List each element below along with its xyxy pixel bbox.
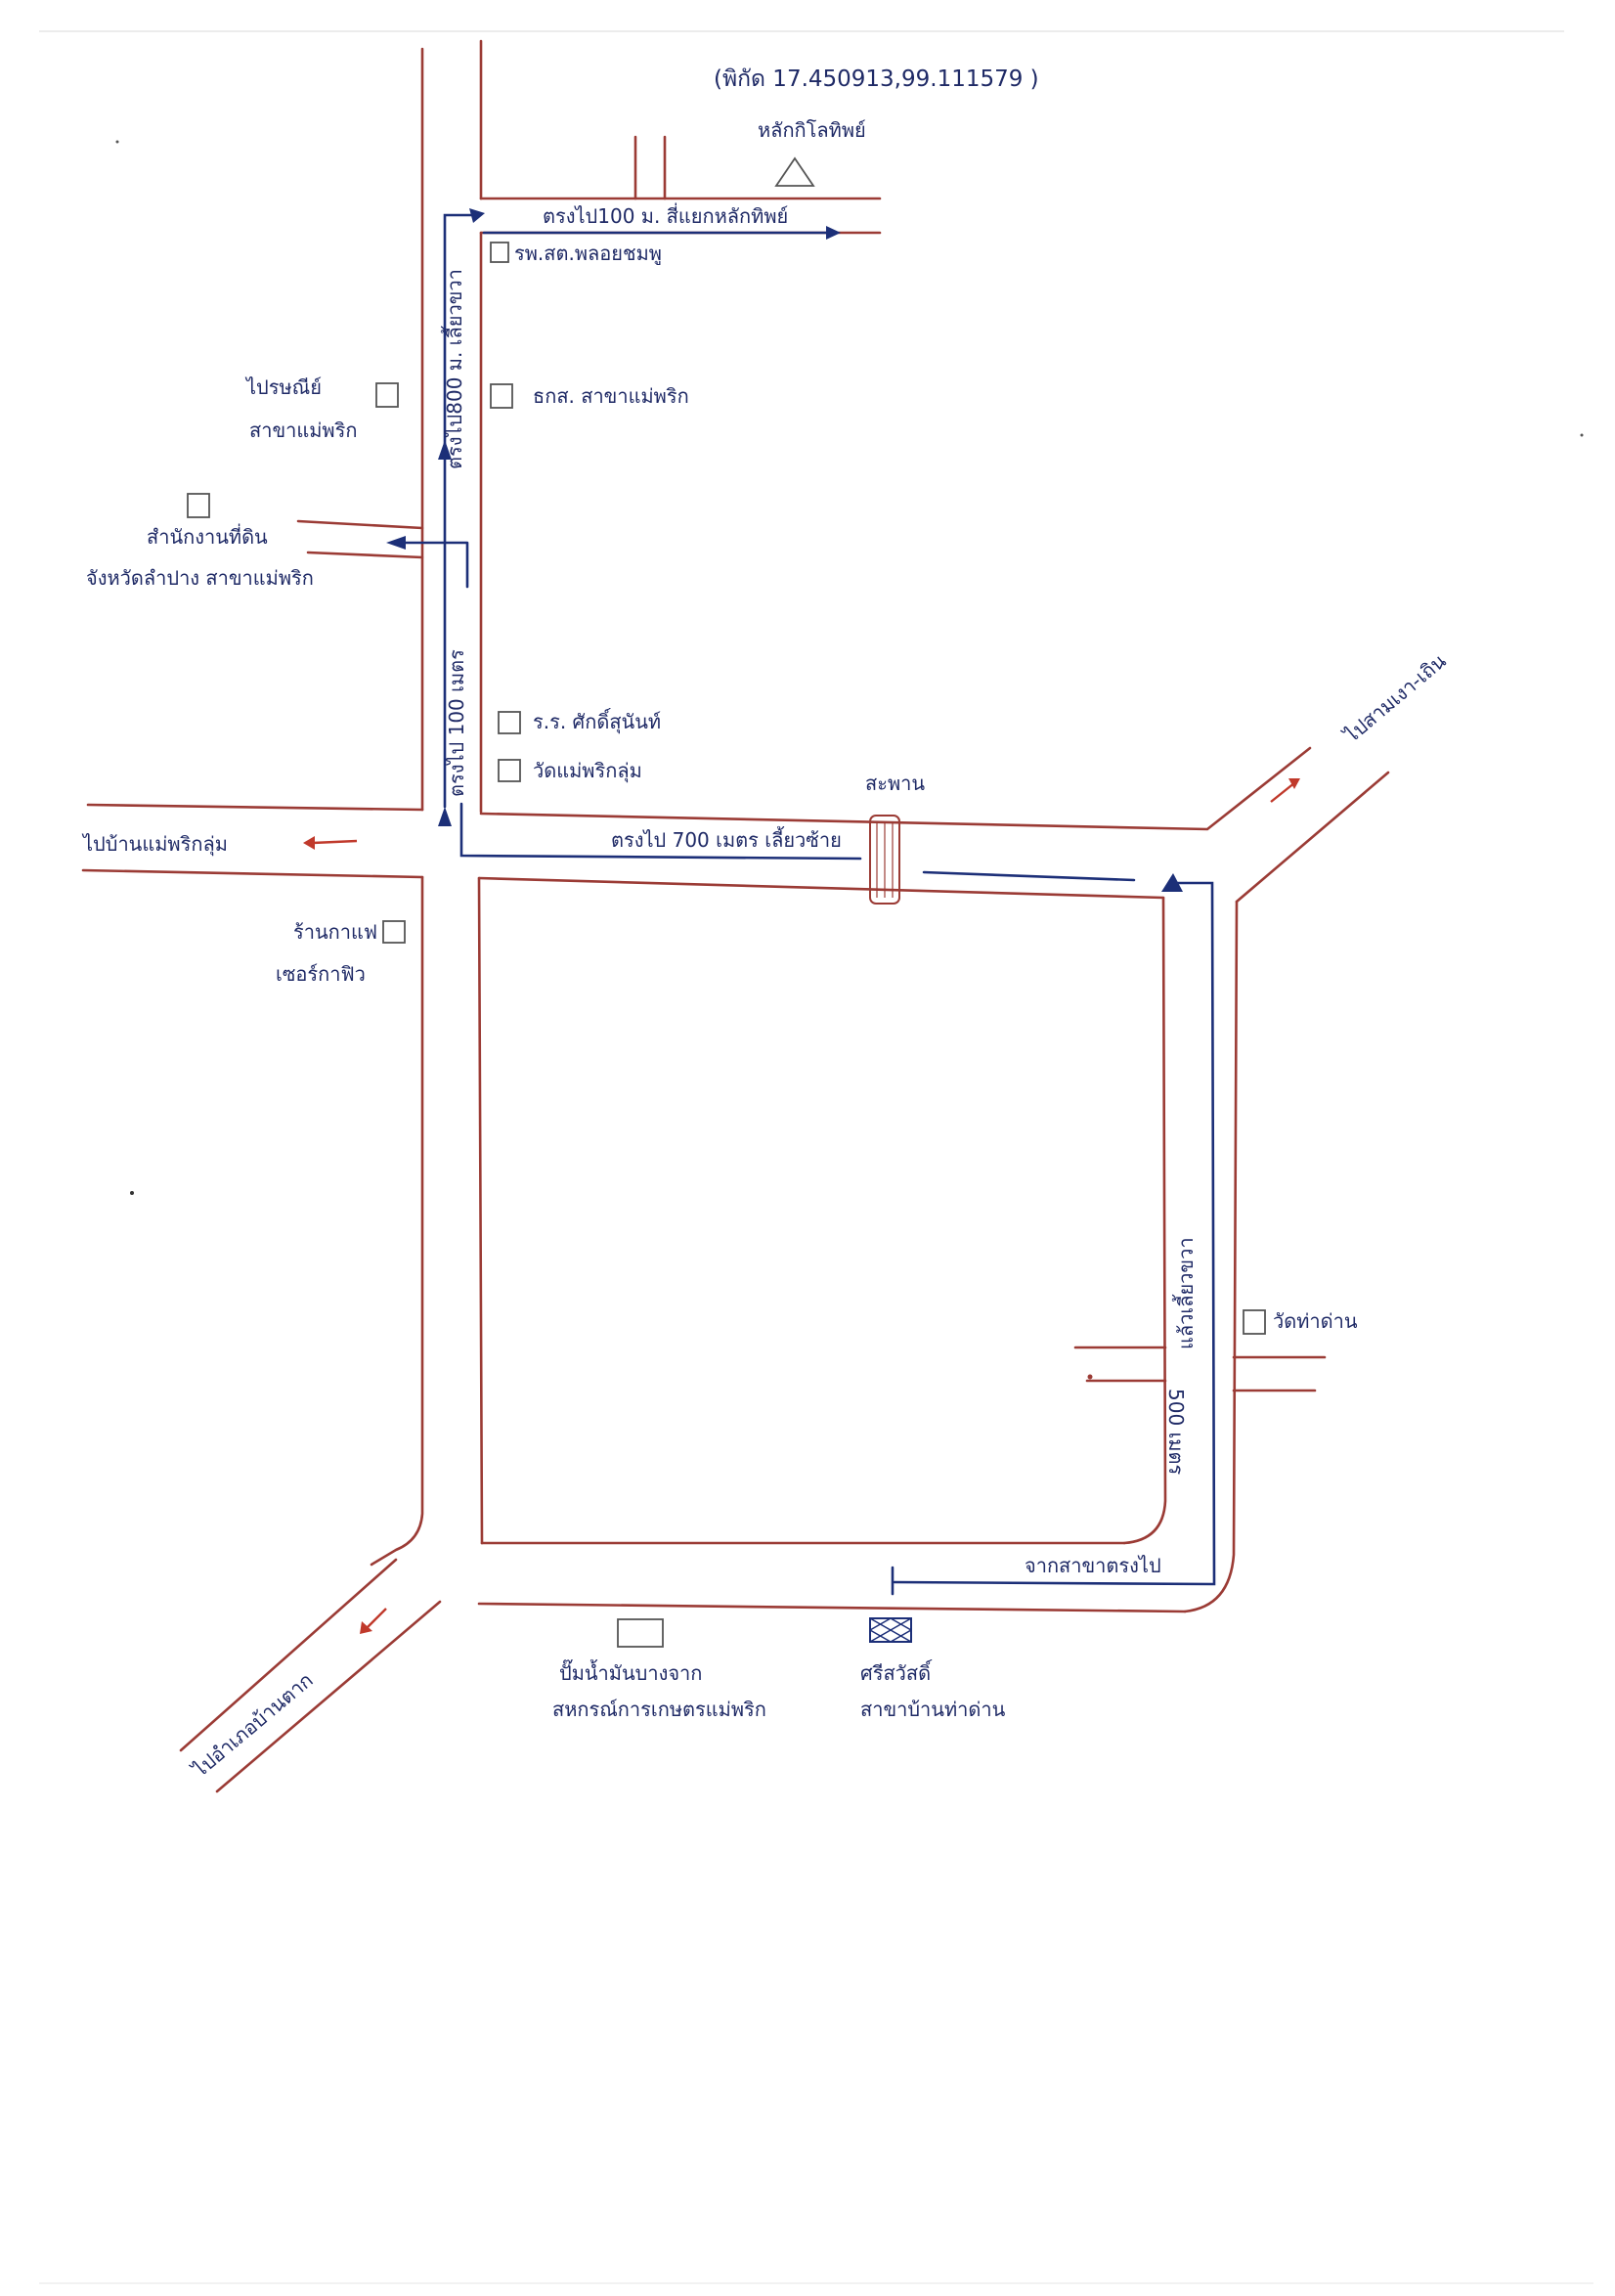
route-north-branch [443, 213, 481, 809]
temple2-marker-icon [1243, 1309, 1266, 1335]
branch-marker-icon [869, 1617, 912, 1643]
road-ne-out [1235, 771, 1390, 904]
school-label: รพ.สต.พลอยชมพู [514, 242, 662, 266]
route-label-north-up: ตรงไป800 ม. เลี้ยวขวา [441, 269, 466, 469]
arrow-right-icon [826, 226, 841, 240]
branch-label-1: ศรีสวัสดิ์ [860, 1658, 933, 1685]
road-west-upper [86, 803, 424, 812]
to-ne-label: ไปสามเงา-เถิน [1338, 649, 1451, 749]
road-west-lower [81, 868, 424, 879]
route-ew-2 [922, 870, 1136, 882]
route-land-office-spur [389, 541, 469, 589]
landmark-label: หลักกิโลทิพย์ [758, 118, 866, 142]
route-label-east-low: 500 เมตร [1164, 1389, 1188, 1476]
arrow-sw-red-icon [360, 1608, 387, 1634]
road-east-west-edge [1122, 896, 1167, 1545]
arrow-west-red-icon [303, 836, 358, 850]
road-south-south [477, 1602, 1187, 1613]
speck [130, 1191, 134, 1195]
route-label-ew: ตรงไป 700 เมตร เลี้ยวซ้าย [611, 826, 842, 852]
road-west-main-east [477, 876, 484, 1545]
fuel-label-1: ปั๊มน้ำมันบางจาก [559, 1658, 702, 1685]
to-sw-label: ไปอำเภอบ้านตาก [187, 1668, 317, 1783]
post-label-1: ไปรษณีย์ [244, 375, 322, 399]
temple2-label: วัดท่าด่าน [1273, 1309, 1358, 1333]
route-east [893, 881, 1216, 1586]
fuel-marker-icon [617, 1618, 664, 1648]
branch-label-2: สาขาบ้านท่าด่าน [860, 1698, 1006, 1721]
arrow-up-icon [1161, 873, 1183, 892]
arrow-up-right-icon [469, 208, 485, 223]
road-west-main-west [370, 875, 424, 1567]
land-office-label-2: จังหวัดลำปาง สาขาแม่พริก [86, 566, 314, 590]
speck [1087, 1374, 1093, 1380]
coordinates-label: (พิกัด 17.450913,99.111579 ) [714, 66, 1039, 92]
route-lines [389, 213, 1216, 1596]
road-land-office-1 [296, 519, 424, 530]
route-label-top: ตรงไป100 ม. สี่แยกหลักทิพย์ [543, 202, 788, 228]
bridge-label: สะพาน [865, 772, 925, 795]
bank-marker-icon [490, 383, 513, 409]
road-east-east-edge [1183, 900, 1239, 1613]
road-sw-1 [179, 1558, 398, 1752]
arrow-up-icon [438, 440, 452, 460]
speck [115, 140, 119, 144]
cafe-label-1: ร้านกาแฟ [293, 920, 377, 944]
land-office-marker-icon [187, 493, 210, 518]
hospital-marker-icon [498, 711, 521, 734]
school-marker-icon [490, 242, 509, 263]
arrow-left-icon [386, 536, 406, 550]
arrow-ne-red-icon [1270, 778, 1300, 803]
road-ew-south [477, 876, 1165, 900]
speck [1580, 433, 1584, 437]
route-label-north-low: ตรงไป 100 เมตร [445, 649, 468, 797]
road-sw-2 [215, 1600, 442, 1793]
landmark-triangle-icon [774, 156, 815, 187]
post-marker-icon [375, 382, 399, 408]
route-label-east-up: แล้วเลี้ยวขวา [1172, 1237, 1198, 1349]
route-ew [459, 802, 862, 861]
bank-label: ธกส. สาขาแม่พริก [533, 384, 689, 408]
hospital-label: ร.ร. ศักดิ์สุนันท์ [533, 707, 661, 734]
temple-label: วัดแม่พริกลุ่ม [533, 759, 642, 783]
cafe-label-2: เซอร์กาฟิว [276, 962, 366, 986]
land-office-label-1: สำนักงานที่ดิน [147, 523, 268, 549]
arrow-up-icon [438, 807, 452, 826]
to-west-label: ไปบ้านแม่พริกลุ่ม [81, 832, 228, 857]
temple-marker-icon [498, 759, 521, 782]
road-ew-north [479, 746, 1312, 831]
post-label-2: สาขาแม่พริก [249, 419, 357, 442]
bridge-symbol [869, 815, 900, 905]
route-label-from-branch: จากสาขาตรงไป [1025, 1554, 1161, 1577]
road-land-office-2 [306, 551, 424, 559]
roads [81, 39, 1390, 1793]
cafe-marker-icon [382, 920, 406, 944]
fuel-label-2: สหกรณ์การเกษตรแม่พริก [552, 1698, 766, 1721]
